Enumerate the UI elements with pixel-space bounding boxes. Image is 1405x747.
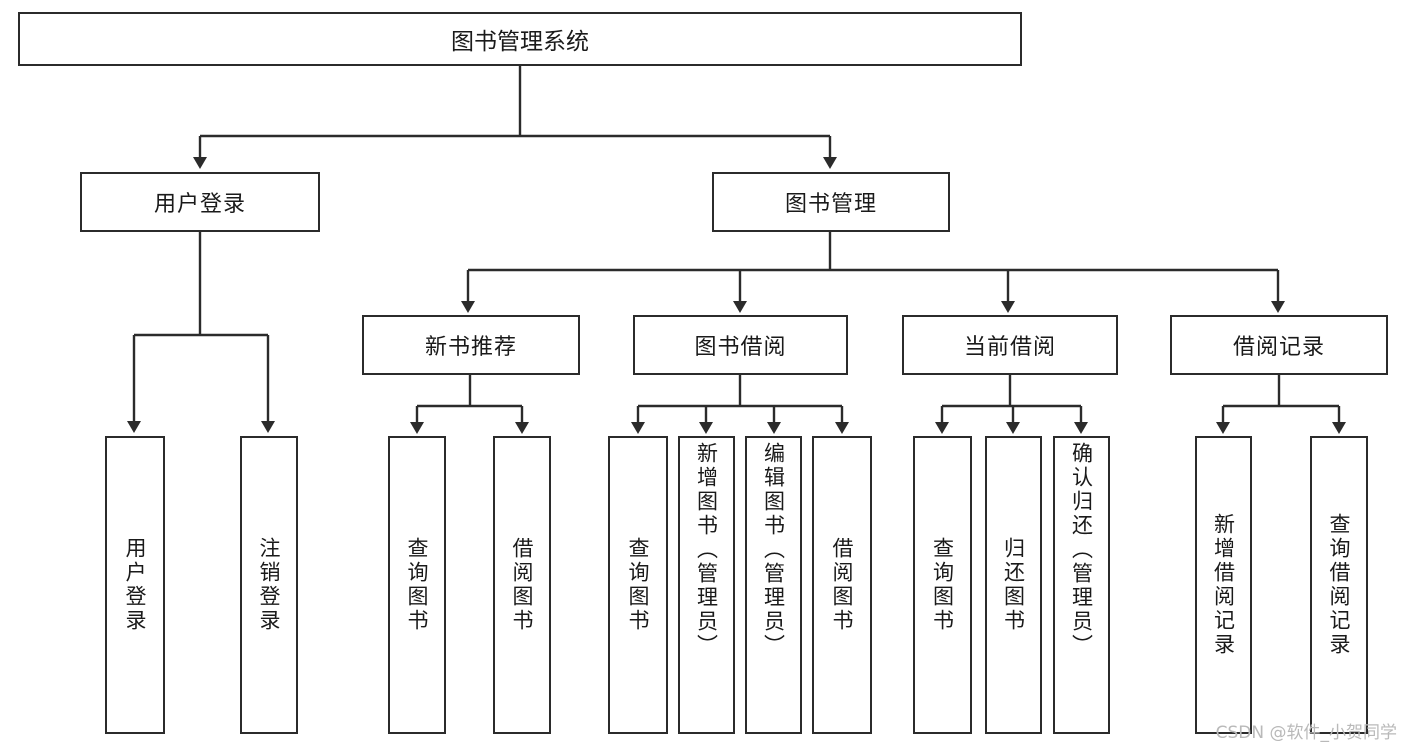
leaf-label: 注销登录 [257,537,282,633]
node-book-management[interactable]: 图书管理 [712,172,950,232]
node-book-borrow[interactable]: 图书借阅 [633,315,848,375]
leaf-borrow-record-query[interactable]: 查询借阅记录 [1310,436,1368,734]
leaf-current-borrow-return[interactable]: 归还图书 [985,436,1042,734]
leaf-book-borrow-query[interactable]: 查询图书 [608,436,668,734]
leaf-current-borrow-query[interactable]: 查询图书 [913,436,972,734]
leaf-book-borrow-borrow[interactable]: 借阅图书 [812,436,872,734]
leaf-current-borrow-confirm-return[interactable]: 确认归还（管理员） [1053,436,1110,734]
leaf-label: 新增借阅记录 [1211,513,1236,657]
leaf-label: 编辑图书（管理员） [761,442,786,658]
leaf-book-borrow-add[interactable]: 新增图书（管理员） [678,436,735,734]
leaf-label: 借阅图书 [510,537,535,633]
leaf-new-book-borrow[interactable]: 借阅图书 [493,436,551,734]
node-new-book-recommend[interactable]: 新书推荐 [362,315,580,375]
node-borrow-record[interactable]: 借阅记录 [1170,315,1388,375]
node-label: 新书推荐 [424,335,517,360]
node-label: 图书借阅 [694,335,787,360]
node-root-system[interactable]: 图书管理系统 [18,12,1022,66]
leaf-user-login-login[interactable]: 用户登录 [105,436,165,734]
leaf-borrow-record-add[interactable]: 新增借阅记录 [1195,436,1252,734]
leaf-label: 确认归还（管理员） [1069,442,1094,658]
leaf-label: 借阅图书 [830,537,855,633]
node-label: 用户登录 [153,192,246,217]
leaf-label: 新增图书（管理员） [694,442,719,658]
node-user-login[interactable]: 用户登录 [80,172,320,232]
node-label: 图书管理系统 [451,29,589,55]
csdn-watermark: CSDN @软件_小贺同学 [1215,723,1397,743]
leaf-new-book-query[interactable]: 查询图书 [388,436,446,734]
node-label: 借阅记录 [1232,335,1325,360]
node-label: 图书管理 [784,192,877,217]
leaf-user-login-logout[interactable]: 注销登录 [240,436,298,734]
node-label: 当前借阅 [963,335,1056,360]
node-current-borrow[interactable]: 当前借阅 [902,315,1118,375]
leaf-label: 归还图书 [1001,537,1026,633]
leaf-label: 查询图书 [626,537,651,633]
leaf-label: 用户登录 [123,537,148,633]
leaf-label: 查询图书 [405,537,430,633]
leaf-book-borrow-edit[interactable]: 编辑图书（管理员） [745,436,802,734]
leaf-label: 查询图书 [930,537,955,633]
leaf-label: 查询借阅记录 [1327,513,1352,657]
